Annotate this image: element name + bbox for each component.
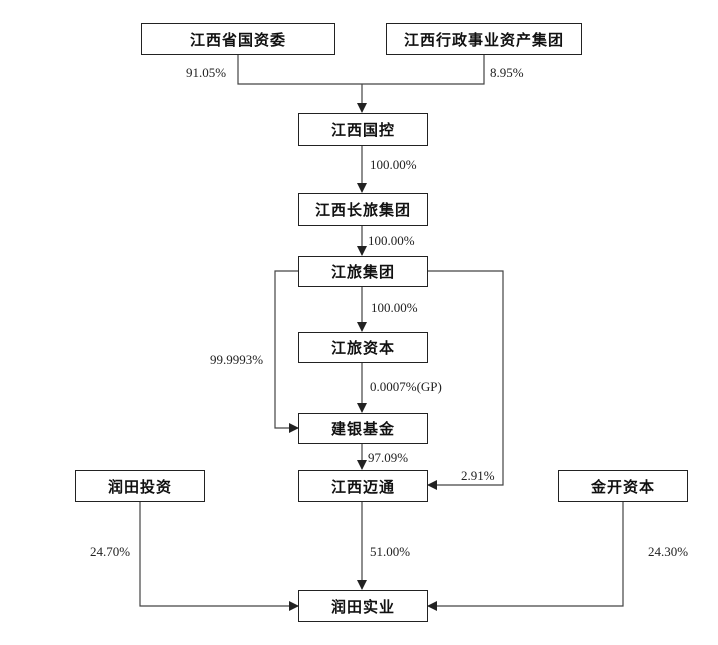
pct-capital-to-fund: 0.0007%(GP) <box>370 379 442 394</box>
pct-guokong-to-changlv: 100.00% <box>370 157 417 172</box>
line-admin-group <box>362 55 485 85</box>
arrow-runtian-inv-to-runtian <box>139 502 299 611</box>
pct-maitong-to-runtian: 51.00% <box>370 544 411 559</box>
entity-jiangxi-sasac: 江西省国资委 <box>141 23 335 55</box>
entity-jiangxi-admin-asset-group: 江西行政事业资产集团 <box>386 23 582 55</box>
entity-jiangxi-guokong: 江西国控 <box>298 113 428 146</box>
entity-jianyin-fund: 建银基金 <box>298 413 428 444</box>
pct-admin-to-guokong: 8.95% <box>490 65 524 80</box>
entity-jiangxi-changlv-group: 江西长旅集团 <box>298 193 428 226</box>
entity-jianglv-group: 江旅集团 <box>298 256 428 287</box>
arrow-jianglv-to-fund <box>274 270 299 433</box>
line-sasac <box>237 55 362 85</box>
pct-runtian-inv-to-runtian: 24.70% <box>90 544 131 559</box>
entity-runtian-investment: 润田投资 <box>75 470 205 502</box>
entity-jinkai-capital: 金开资本 <box>558 470 688 502</box>
arrow-jinkai-to-runtian <box>427 502 624 611</box>
pct-changlv-to-jianglv: 100.00% <box>368 233 415 248</box>
entity-jianglv-capital: 江旅资本 <box>298 332 428 363</box>
pct-jianglv-to-capital: 100.00% <box>371 300 418 315</box>
pct-jinkai-to-runtian: 24.30% <box>648 544 689 559</box>
arrow-jianglv-to-maitong <box>427 270 504 490</box>
pct-jianglv-to-fund: 99.9993% <box>210 352 264 367</box>
entity-jiangxi-maitong: 江西迈通 <box>298 470 428 502</box>
entity-runtian-industry: 润田实业 <box>298 590 428 622</box>
pct-fund-to-maitong: 97.09% <box>368 450 409 465</box>
pct-jianglv-to-maitong: 2.91% <box>461 468 495 483</box>
pct-sasac-to-guokong: 91.05% <box>186 65 227 80</box>
